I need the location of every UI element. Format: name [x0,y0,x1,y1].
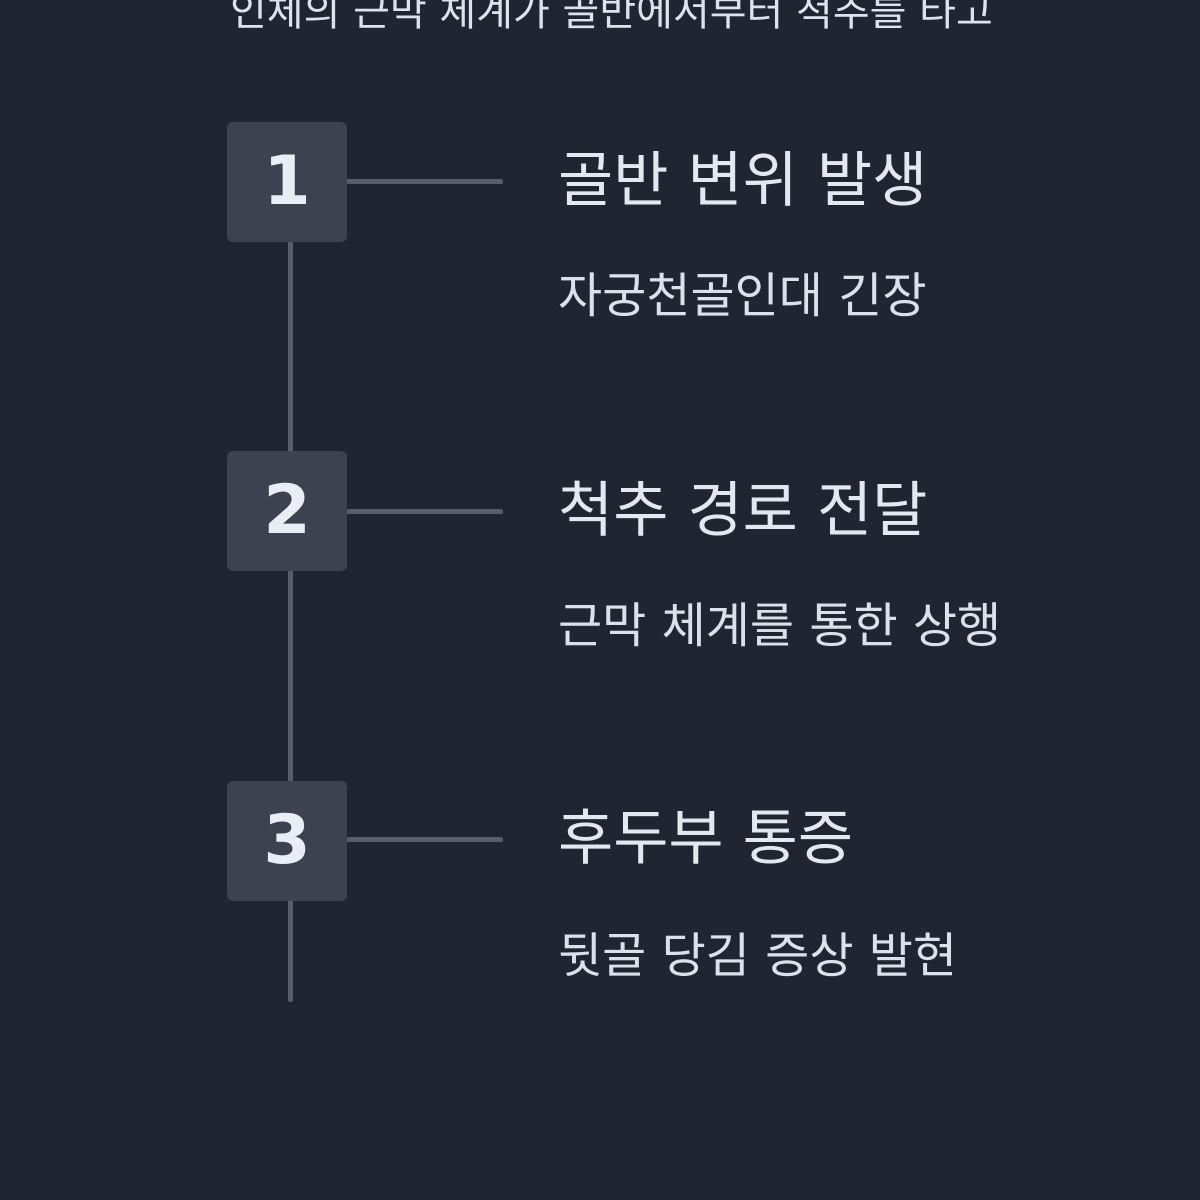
step-3-badge: 3 [227,781,347,901]
step-1-number: 1 [263,142,311,221]
timeline-spine-3 [288,900,293,1002]
step-2-connector [346,509,503,514]
step-3-title: 후두부 통증 [558,804,854,874]
intro-text: 인체의 근막 체계가 골반에서부터 척추를 타고 [230,0,993,35]
timeline-spine-1 [288,240,293,452]
step-3-connector [346,837,503,842]
step-2-number: 2 [263,471,311,550]
step-1-description: 자궁천골인대 긴장 [558,268,927,324]
step-3-number: 3 [263,801,311,880]
timeline-spine-2 [288,570,293,782]
step-3-description: 뒷골 당김 증상 발현 [558,928,958,984]
step-2-badge: 2 [227,451,347,571]
step-2-title: 척추 경로 전달 [558,476,928,546]
step-2-description: 근막 체계를 통한 상행 [558,598,1002,654]
step-1-connector [346,179,503,184]
step-1-title: 골반 변위 발생 [558,146,928,216]
step-1-badge: 1 [227,122,347,242]
